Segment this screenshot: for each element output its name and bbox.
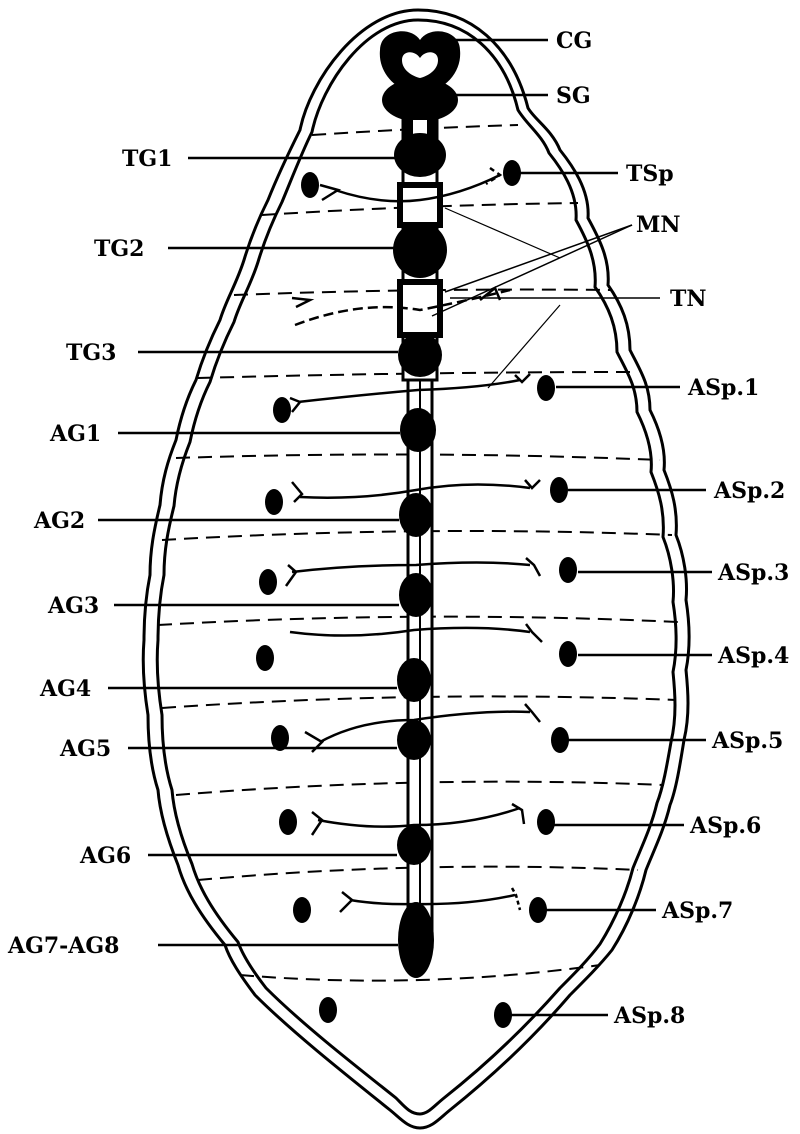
label-ag2: AG2 [33,508,85,534]
abdominal-spiracle-6-right [537,809,555,835]
label-tg3: TG3 [66,340,116,366]
tracheal-nerve-a6-fork-r [512,804,524,824]
label-tg2: TG2 [94,236,144,262]
label-asp8: ASp.8 [613,1003,685,1029]
abdominal-ganglion-2 [399,493,433,537]
abdominal-spiracle-6-left [279,809,297,835]
label-asp3: ASp.3 [717,560,789,586]
tracheal-nerve-a7-fork-r [512,888,520,910]
label-ag1: AG1 [49,421,101,447]
label-asp5: ASp.5 [711,728,783,754]
thoracic-spiracle-right [503,160,521,186]
label-tg1: TG1 [122,146,172,172]
abdominal-spiracle-5-right [551,727,569,753]
tracheal-nerve-a1-fork-l [290,398,300,412]
label-asp2: ASp.2 [713,478,785,504]
label-cg: CG [556,28,592,54]
labels: CG SG TG1 TSp TG2 MN TN TG3 ASp.1 AG1 AS… [7,28,789,1029]
abdominal-spiracle-4-right [559,641,577,667]
label-asp7: ASp.7 [661,898,733,924]
label-ag4: AG4 [39,676,91,702]
label-asp1: ASp.1 [687,375,759,401]
abdominal-ganglion-1 [400,408,436,452]
tracheal-nerve-a6-fork-l [312,812,322,835]
tracheal-nerve-a3-fork-l [286,565,296,586]
thoracic-ganglion-2 [393,222,447,278]
label-asp6: ASp.6 [689,813,761,839]
abdominal-spiracle-7-right [529,897,547,923]
abdominal-spiracle-1-right [537,375,555,401]
abdominal-spiracle-3-left [259,569,277,595]
label-sg: SG [556,83,591,109]
label-tsp: TSp [626,161,674,187]
label-tn: TN [670,286,706,312]
leader-mn-b [432,225,632,316]
abdominal-spiracle-7-left [293,897,311,923]
abdominal-ganglion-3 [399,573,433,617]
tracheal-nerve-a3-fork-r [526,558,540,576]
label-mn: MN [636,212,680,238]
thoracic-spiracle-left [301,172,319,198]
abdominal-spiracle-2-left [265,489,283,515]
thoracic-ganglion-3 [398,333,442,377]
label-asp4: ASp.4 [717,643,789,669]
thoracic-ganglion-1 [394,133,446,177]
label-ag78: AG7-AG8 [7,933,119,959]
abdominal-ganglion-5 [397,720,431,760]
ventral-nerve-cord [380,31,460,978]
tracheal-nerve-thoracic-2-fork-l [292,298,310,307]
abdominal-spiracle-2-right [550,477,568,503]
abdominal-ganglion-7-8 [398,902,434,978]
abdominal-ganglion-6 [397,825,431,865]
abdominal-spiracle-1-left [273,397,291,423]
abdominal-spiracle-3-right [559,557,577,583]
tracheal-nerve-a7-fork-l [340,892,352,912]
leader-tn-c [488,305,560,388]
abdominal-spiracle-8-left [319,997,337,1023]
abdominal-spiracle-8-right [494,1002,512,1028]
tracheal-nerve-a2-fork-l [292,482,302,502]
tracheal-nerve-thoracic-1-fork-l [320,185,338,200]
leader-tn-a [445,208,560,258]
label-ag6: AG6 [79,843,131,869]
leader-mn-a [445,225,632,292]
label-ag5: AG5 [59,736,111,762]
label-ag3: AG3 [47,593,99,619]
abdominal-ganglion-4 [397,658,431,702]
abdominal-spiracle-4-left [256,645,274,671]
thoracic-ring-1 [400,185,440,225]
